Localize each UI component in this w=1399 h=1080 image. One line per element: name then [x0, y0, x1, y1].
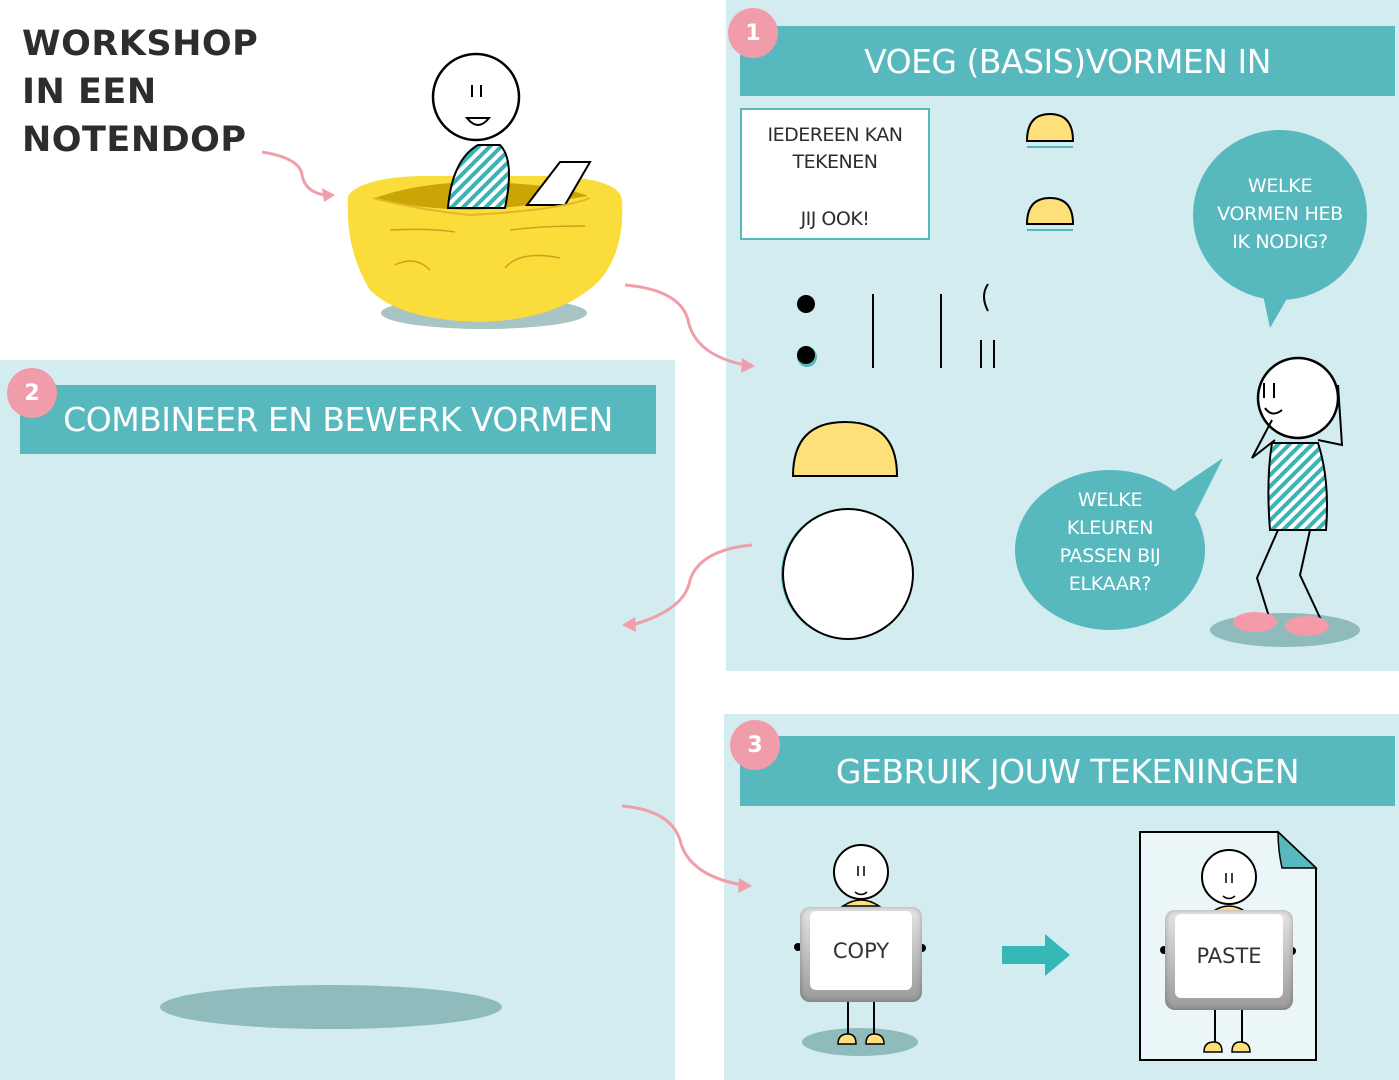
- basic-shapes: [781, 112, 1075, 640]
- bubble-2-line-2: KLEUREN: [1066, 517, 1154, 539]
- bubble-1-line-1: WELKE: [1247, 175, 1313, 197]
- note-line-3: JIJ OOK!: [800, 208, 870, 230]
- copy-key: COPY: [800, 907, 922, 1002]
- step-2-banner: COMBINEER EN BEWERK VORMEN: [20, 385, 656, 454]
- title-line-3: NOTENDOP: [22, 120, 247, 160]
- step-3-number: 3: [747, 732, 763, 758]
- paste-key-label: PASTE: [1175, 914, 1283, 998]
- step-1-banner: VOEG (BASIS)VORMEN IN: [740, 26, 1395, 96]
- colors-question-bubble: WELKE KLEUREN PASSEN BIJ ELKAAR?: [1025, 486, 1195, 598]
- step-3-badge: 3: [730, 720, 780, 770]
- bubble-2-line-4: ELKAAR?: [1068, 573, 1152, 595]
- bubble-2-line-3: PASSEN BIJ: [1059, 545, 1161, 567]
- step-1-badge: 1: [728, 8, 778, 58]
- paste-key: PASTE: [1165, 910, 1293, 1010]
- bubble-2-line-1: WELKE: [1077, 489, 1143, 511]
- bubble-1-line-3: IK NODIG?: [1232, 231, 1328, 253]
- note-line-2: TEKENEN: [792, 151, 878, 173]
- step-2-number: 2: [24, 380, 40, 406]
- step-2-panel: [0, 360, 675, 1080]
- step-2-badge: 2: [7, 368, 57, 418]
- title-line-2: IN EEN: [22, 72, 157, 112]
- step-2-label: COMBINEER EN BEWERK VORMEN: [63, 400, 613, 439]
- bubble-1-line-2: VORMEN HEB: [1217, 203, 1343, 225]
- step-1-label: VOEG (BASIS)VORMEN IN: [864, 41, 1271, 81]
- title-line-1: WORKSHOP: [22, 24, 259, 64]
- step-3-banner: GEBRUIK JOUW TEKENINGEN: [740, 736, 1395, 806]
- step-3-label: GEBRUIK JOUW TEKENINGEN: [835, 751, 1300, 791]
- shapes-question-bubble: WELKE VORMEN HEB IK NODIG?: [1195, 172, 1365, 256]
- page-title: WORKSHOP IN EEN NOTENDOP: [22, 20, 258, 164]
- note-line-1: IEDEREEN KAN: [767, 124, 903, 146]
- encouragement-note: IEDEREEN KAN TEKENEN JIJ OOK!: [740, 108, 930, 240]
- copy-key-label: COPY: [810, 911, 912, 990]
- step-1-number: 1: [745, 20, 761, 46]
